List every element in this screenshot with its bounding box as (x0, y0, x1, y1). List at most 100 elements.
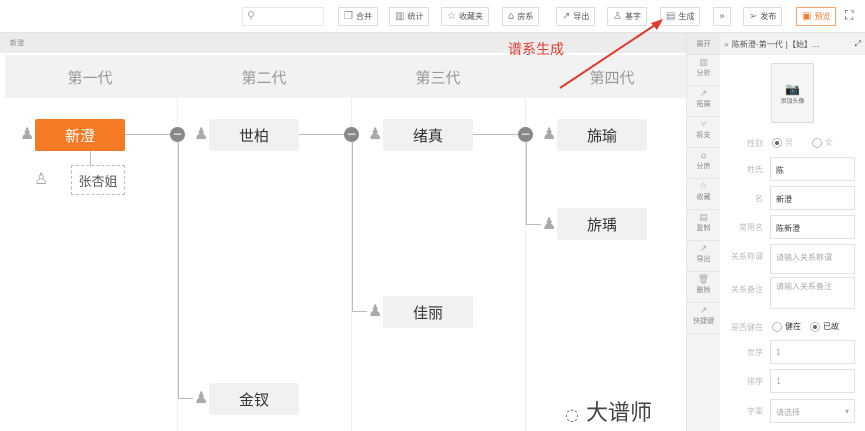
note-textarea[interactable]: 请输入关系备注 (770, 277, 855, 309)
panel-title: 陈新澄-第一代 |【始】... (731, 39, 820, 49)
publish-button[interactable]: ➢发布 (743, 7, 783, 26)
side-label: 快捷键 (693, 317, 714, 325)
common-name-input[interactable]: 陈新澄 (770, 215, 855, 239)
export-button[interactable]: ↗导出 (556, 7, 596, 26)
side-label: 导出 (696, 255, 711, 263)
tree-canvas[interactable]: 第一代 第二代 第三代 第四代 ♟ 新澄 ♙ 张杏姐 − ♟ 世柏 ♟ 金钗 −… (0, 53, 686, 431)
annotation-label: 谱系生成 (508, 42, 564, 58)
publish-label: 发布 (760, 12, 777, 21)
side-item-house[interactable]: ⌂分房 (687, 148, 720, 179)
person-icon: ♟ (20, 124, 35, 143)
zibei-label: 字辈 (747, 407, 763, 416)
zibei-select[interactable]: 请选择▾ (770, 399, 855, 423)
photo-upload[interactable]: 📷添加头像 (771, 63, 814, 123)
connector (526, 224, 541, 225)
wechat-icon: ◌ (565, 405, 579, 424)
generate-button[interactable]: ▤生成 (660, 7, 701, 26)
collapse-button[interactable]: − (518, 127, 533, 142)
side-label: 删除 (696, 286, 711, 294)
collapse-panel-icon[interactable]: » (724, 39, 729, 49)
gen-order-label: 世序 (747, 348, 763, 357)
side-label: 拆支 (696, 131, 711, 139)
person-node[interactable]: 绪真 (383, 119, 473, 151)
expand-button[interactable]: 展开 (687, 33, 720, 55)
side-item-copy[interactable]: ▤复制 (687, 210, 720, 241)
side-item-extend[interactable]: ↗拓展 (687, 86, 720, 117)
connector (352, 142, 353, 311)
side-item-delete[interactable]: 🗑删除 (687, 272, 720, 303)
relation-input[interactable]: 请输入关系称谓 (770, 244, 855, 274)
preview-icon: ▣ (802, 11, 812, 22)
person-node[interactable]: 旂瑀 (557, 208, 647, 240)
generate-label: 生成 (678, 12, 695, 21)
generate-icon: ▤ (666, 11, 676, 22)
collapse-button[interactable]: − (344, 127, 359, 142)
side-label: 复制 (696, 224, 711, 232)
collapse-button[interactable]: − (170, 127, 185, 142)
branch-button[interactable]: ⌂房系 (502, 7, 540, 26)
search-icon: ⚲ (247, 9, 256, 22)
favorites-label: 收藏夹 (458, 12, 483, 21)
basechar-button[interactable]: ♙基字 (607, 7, 647, 26)
generation-2: 第二代 (241, 69, 287, 87)
side-item-split[interactable]: ⑂拆支 (687, 117, 720, 148)
spouse-icon: ♙ (34, 169, 49, 188)
common-name-row: 常用名陈新澄 (720, 215, 865, 239)
maximize-icon[interactable]: ⤢ (854, 39, 861, 48)
stats-button[interactable]: ▥统计 (389, 7, 430, 26)
side-label: 拓展 (696, 100, 711, 108)
panel-header: »陈新澄-第一代 |【始】... ⤢ (720, 33, 865, 55)
alive-label: 是否健在 (731, 323, 763, 332)
expand-icon[interactable]: ⛶ (845, 8, 854, 22)
preview-button[interactable]: ▣预览 (796, 7, 837, 26)
alive-row: 是否健在 健在 已故 (720, 315, 865, 339)
alive-no[interactable]: 已故 (810, 321, 839, 332)
female-label: 女 (825, 138, 833, 147)
export-icon: ↗ (699, 244, 708, 254)
preview-label: 预览 (814, 12, 831, 21)
merge-button[interactable]: ❐合并 (338, 7, 378, 26)
side-item-analyze[interactable]: ▥分析 (687, 55, 720, 86)
side-label: 收藏 (696, 193, 711, 201)
branch-label: 房系 (517, 12, 534, 21)
person-node[interactable]: 佳丽 (383, 296, 473, 328)
common-name-label: 常用名 (739, 223, 763, 232)
person-node[interactable]: 新澄 (35, 119, 125, 151)
trend-icon: ↗ (699, 89, 708, 99)
order-input[interactable]: 1 (770, 369, 855, 393)
breadcrumb: 新澄 (0, 33, 686, 53)
gen-order-input[interactable]: 1 (770, 340, 855, 364)
annotation-arrow (559, 19, 663, 89)
gender-male[interactable]: 男 (772, 137, 793, 148)
search-input[interactable]: ⚲ (242, 7, 324, 26)
more-button[interactable]: » (713, 7, 732, 26)
bar-chart-icon: ▥ (395, 11, 405, 22)
side-item-favorite[interactable]: ☆收藏 (687, 179, 720, 210)
side-item-export[interactable]: ↗导出 (687, 241, 720, 272)
gender-female[interactable]: 女 (812, 137, 833, 148)
male-label: 男 (785, 138, 793, 147)
person-node[interactable]: 旆瑜 (557, 119, 647, 151)
alive-yes[interactable]: 健在 (772, 321, 801, 332)
person-node[interactable]: 金钗 (209, 383, 299, 415)
export-icon: ↗ (562, 11, 571, 22)
merge-label: 合并 (355, 12, 372, 21)
generation-3: 第三代 (415, 69, 461, 87)
note-label: 关系备注 (731, 285, 763, 294)
star-icon: ☆ (447, 11, 456, 22)
connector (352, 311, 367, 312)
zibei-row: 字辈请选择▾ (720, 399, 865, 423)
person-node[interactable]: 世柏 (209, 119, 299, 151)
side-item-shortcuts[interactable]: ↗快捷键 (687, 303, 720, 334)
merge-icon: ❐ (344, 11, 353, 22)
name-input[interactable]: 新澄 (770, 186, 855, 210)
spouse-node[interactable]: 张杏姐 (71, 165, 125, 195)
surname-label: 姓氏 (747, 165, 763, 174)
person-icon: ♟ (194, 388, 209, 407)
export-label: 导出 (573, 12, 590, 21)
divider (177, 98, 178, 431)
favorites-button[interactable]: ☆收藏夹 (441, 7, 489, 26)
photo-label: 添加头像 (780, 98, 805, 105)
detail-panel: »陈新澄-第一代 |【始】...⤢ 📷添加头像 性别 男 女 姓氏陈 名新澄 常… (720, 33, 865, 431)
surname-input[interactable]: 陈 (770, 157, 855, 181)
